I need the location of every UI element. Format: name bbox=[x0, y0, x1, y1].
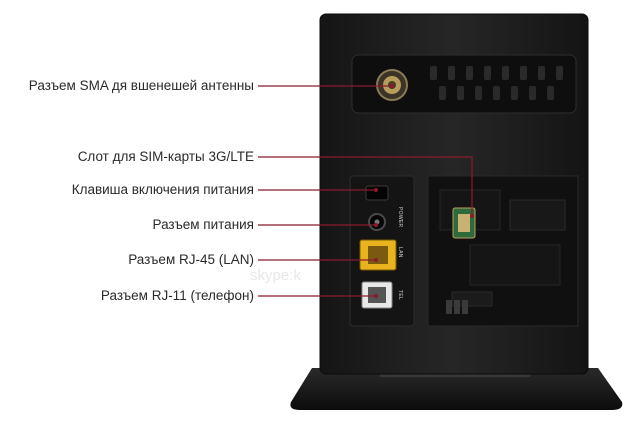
leader-lines bbox=[258, 85, 473, 297]
callout-power-switch: Клавиша включения питания bbox=[71, 182, 254, 197]
leader-dots bbox=[374, 84, 474, 298]
callout-tel-port: Разъем RJ-11 (телефон) bbox=[100, 288, 254, 303]
callout-power-jack: Разъем питания bbox=[152, 217, 254, 232]
power-switch-icon bbox=[365, 185, 389, 201]
callout-sma-antenna: Разъем SMA дя вшенешей антенны bbox=[28, 78, 254, 93]
leader-line-sim bbox=[258, 156, 473, 216]
port-label-power: POWER bbox=[397, 207, 403, 228]
watermark-text: skype:k bbox=[250, 267, 301, 284]
vent-slots bbox=[430, 66, 563, 100]
callout-sim-slot: Слот для SIM-карты 3G/LTE bbox=[77, 149, 254, 164]
port-label-tel: TEL bbox=[397, 290, 403, 301]
callout-lan-port: Разъем RJ-45 (LAN) bbox=[128, 252, 254, 267]
port-label-lan: LAN bbox=[397, 247, 403, 258]
stand-vent bbox=[380, 373, 530, 377]
router-stand bbox=[290, 368, 623, 410]
